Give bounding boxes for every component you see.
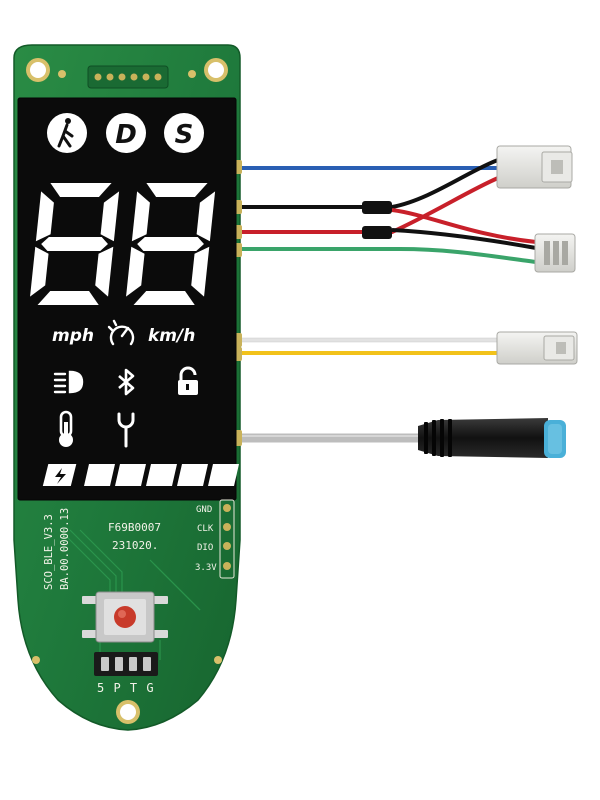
segment-c [95, 246, 114, 297]
unit-kmh: km/h [148, 326, 195, 346]
segment-b [196, 191, 216, 242]
battery-segment [177, 464, 208, 486]
board-id-line1: SCO_BLE_V3.3 [43, 514, 55, 590]
unit-mph: mph [52, 326, 94, 346]
heat-shrink-upper [362, 201, 392, 214]
temperature-icon [59, 410, 73, 447]
sport-mode-button: S [164, 113, 204, 153]
black-wire-upper [238, 158, 499, 209]
segment-g [41, 237, 108, 251]
segment-a [146, 183, 208, 197]
drive-mode-button: D [106, 113, 146, 153]
green-wire [238, 247, 537, 264]
svg-text:S: S [175, 120, 194, 150]
tactile-push-button [82, 591, 168, 643]
battery-indicator [42, 464, 239, 486]
bluetooth-icon [118, 368, 135, 396]
segment-g [137, 237, 204, 251]
segment-a [50, 183, 112, 197]
speedometer-icon [107, 319, 135, 346]
charging-bolt-icon [55, 468, 66, 484]
speed-digit [126, 183, 216, 305]
segment-c [191, 246, 210, 297]
segment-f [35, 191, 54, 242]
chip-code: F69B0007 [108, 521, 161, 534]
bottom-header [94, 652, 158, 676]
lock-icon [178, 366, 198, 395]
connector-top [496, 145, 573, 189]
connector-middle [534, 233, 576, 273]
segment-d [133, 291, 195, 305]
waterproof-connector [418, 418, 566, 458]
white-wire-outline [238, 337, 498, 343]
programming-pads [219, 499, 235, 579]
heat-shrink-lower [362, 226, 392, 239]
pin-clk-label: CLK [197, 524, 214, 534]
lcd-display: D S 88 mph km/h [17, 97, 239, 501]
battery-segment [115, 464, 146, 486]
segment-f [131, 191, 150, 242]
svg-text:D: D [115, 120, 137, 150]
pin-dio-label: DIO [197, 543, 213, 553]
battery-segment [146, 464, 177, 486]
battery-segment [208, 464, 239, 486]
pcb-silkscreen: SCO_BLE_V3.3 BA.00.0000.13 F69B0007 2310… [43, 499, 235, 695]
segment-e [30, 246, 49, 297]
wrench-icon [117, 412, 135, 448]
pin-33v-label: 3.3V [195, 563, 217, 573]
segment-d [37, 291, 99, 305]
board-id-line2: BA.00.0000.13 [59, 508, 71, 590]
segment-e [126, 246, 145, 297]
pin-gnd-label: GND [196, 505, 212, 515]
segment-b [100, 191, 120, 242]
speed-readout [30, 183, 216, 305]
wire-harness [238, 158, 537, 443]
connector-lower [496, 331, 578, 365]
speed-digit [30, 183, 120, 305]
walk-mode-icon [47, 113, 87, 153]
battery-segment [84, 464, 115, 486]
date-code: 231020. [112, 539, 158, 552]
black-wire-lower [391, 228, 537, 250]
red-wire-upper [391, 208, 537, 244]
bottom-pin-labels: 5 P T G [97, 681, 155, 695]
headlight-icon [53, 370, 84, 394]
